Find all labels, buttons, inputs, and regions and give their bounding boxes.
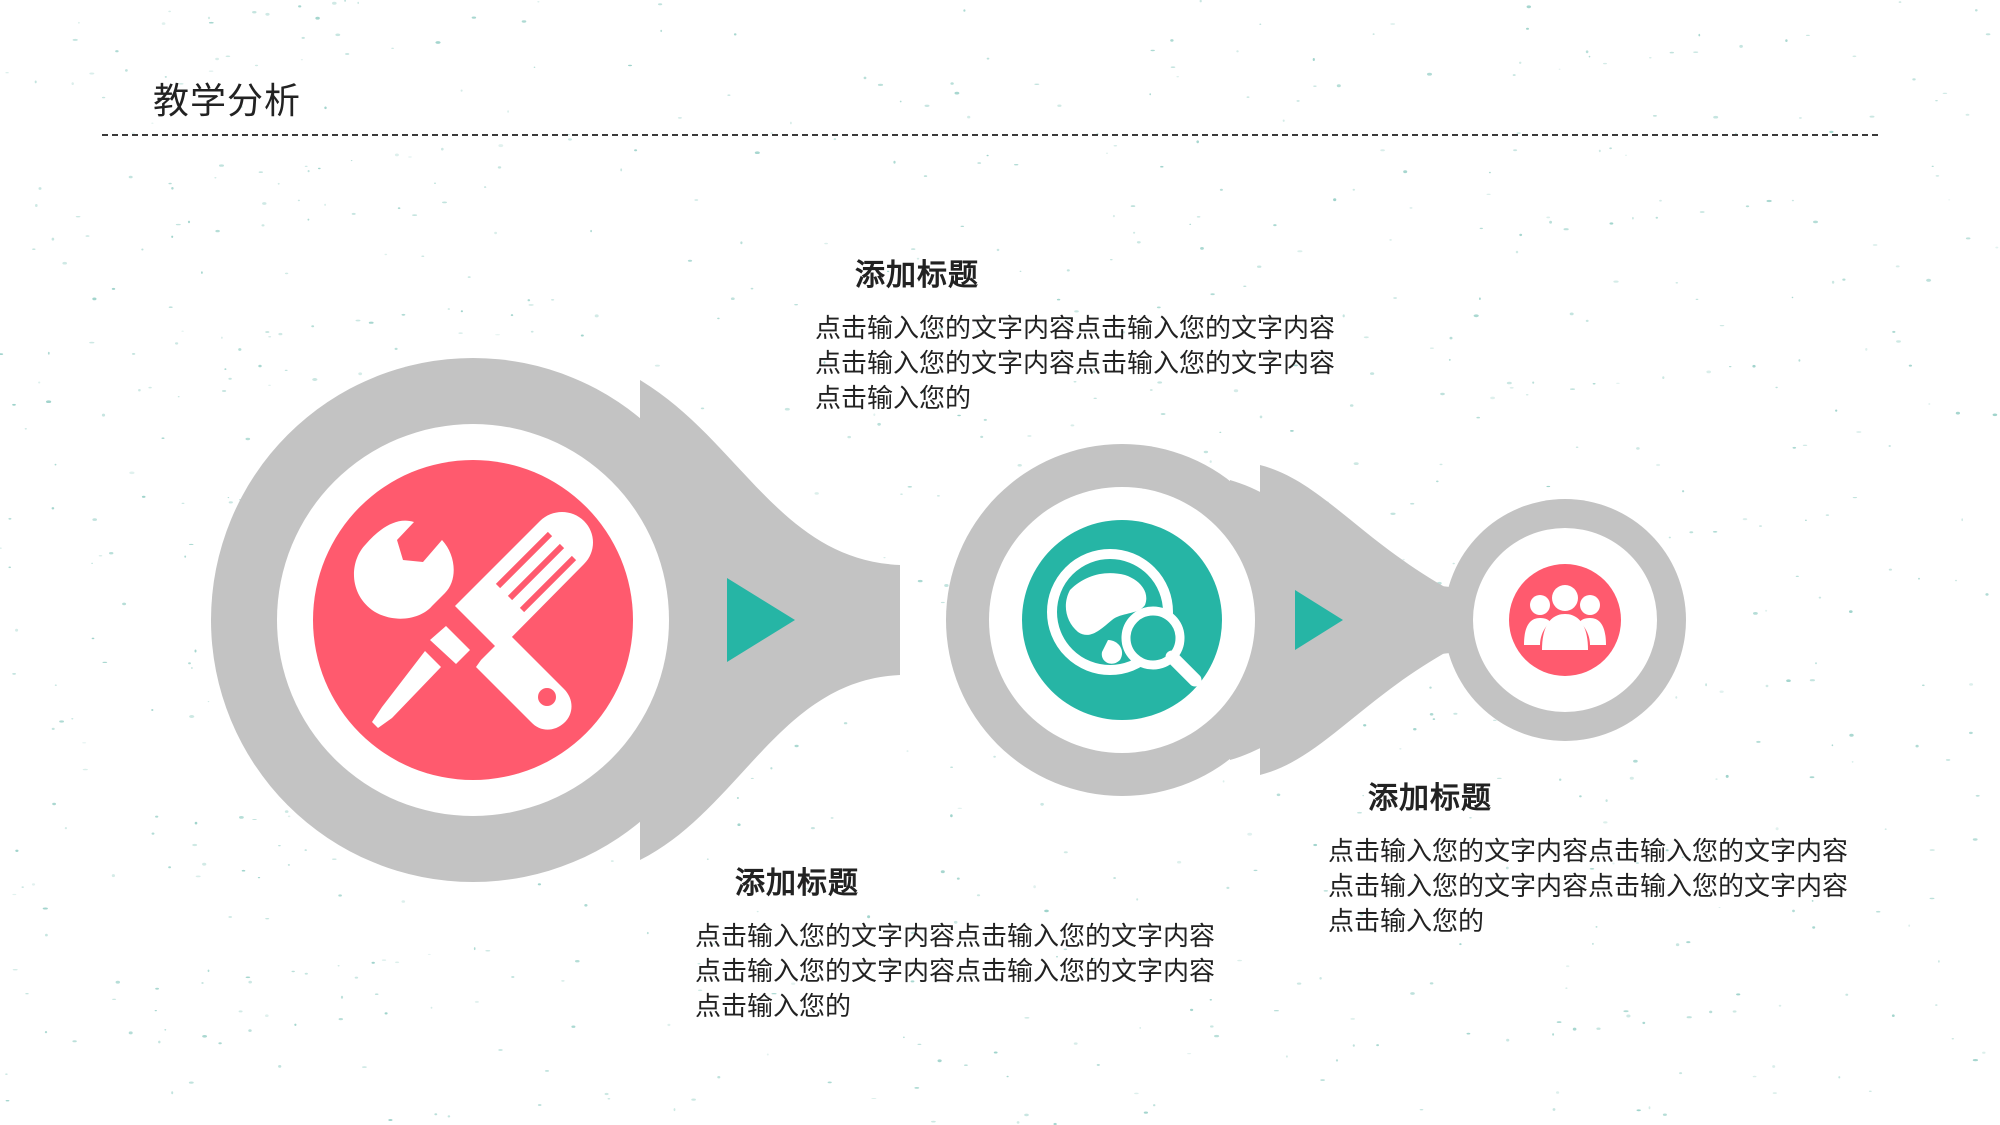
flow-arrow-2 bbox=[1295, 590, 1343, 650]
step-node-2 bbox=[989, 487, 1255, 753]
step-body-1: 点击输入您的文字内容点击输入您的文字内容点击输入您的文字内容点击输入您的文字内容… bbox=[815, 314, 1336, 414]
page-title: 教学分析 bbox=[153, 81, 302, 122]
step-heading-2: 添加标题 bbox=[735, 866, 859, 901]
step-text-block-3: 添加标题 点击输入您的文字内容点击输入您的文字内容点击输入您的文字内容点击输入您… bbox=[1328, 773, 1868, 940]
step-body-3: 点击输入您的文字内容点击输入您的文字内容点击输入您的文字内容点击输入您的文字内容… bbox=[1328, 837, 1849, 937]
step-node-1 bbox=[277, 424, 669, 816]
people-group-icon bbox=[1524, 585, 1606, 650]
step-node-3 bbox=[1473, 528, 1657, 712]
globe-search-icon bbox=[1047, 549, 1202, 687]
step-text-block-2: 添加标题 点击输入您的文字内容点击输入您的文字内容点击输入您的文字内容点击输入您… bbox=[695, 858, 1235, 1025]
step-text-block-1: 添加标题 点击输入您的文字内容点击输入您的文字内容点击输入您的文字内容点击输入您… bbox=[815, 250, 1355, 417]
flow-arrow-1 bbox=[727, 578, 795, 662]
title-divider bbox=[102, 134, 1878, 136]
step-heading-1: 添加标题 bbox=[855, 258, 979, 293]
step-heading-3: 添加标题 bbox=[1368, 781, 1492, 816]
step-body-2: 点击输入您的文字内容点击输入您的文字内容点击输入您的文字内容点击输入您的文字内容… bbox=[695, 922, 1216, 1022]
